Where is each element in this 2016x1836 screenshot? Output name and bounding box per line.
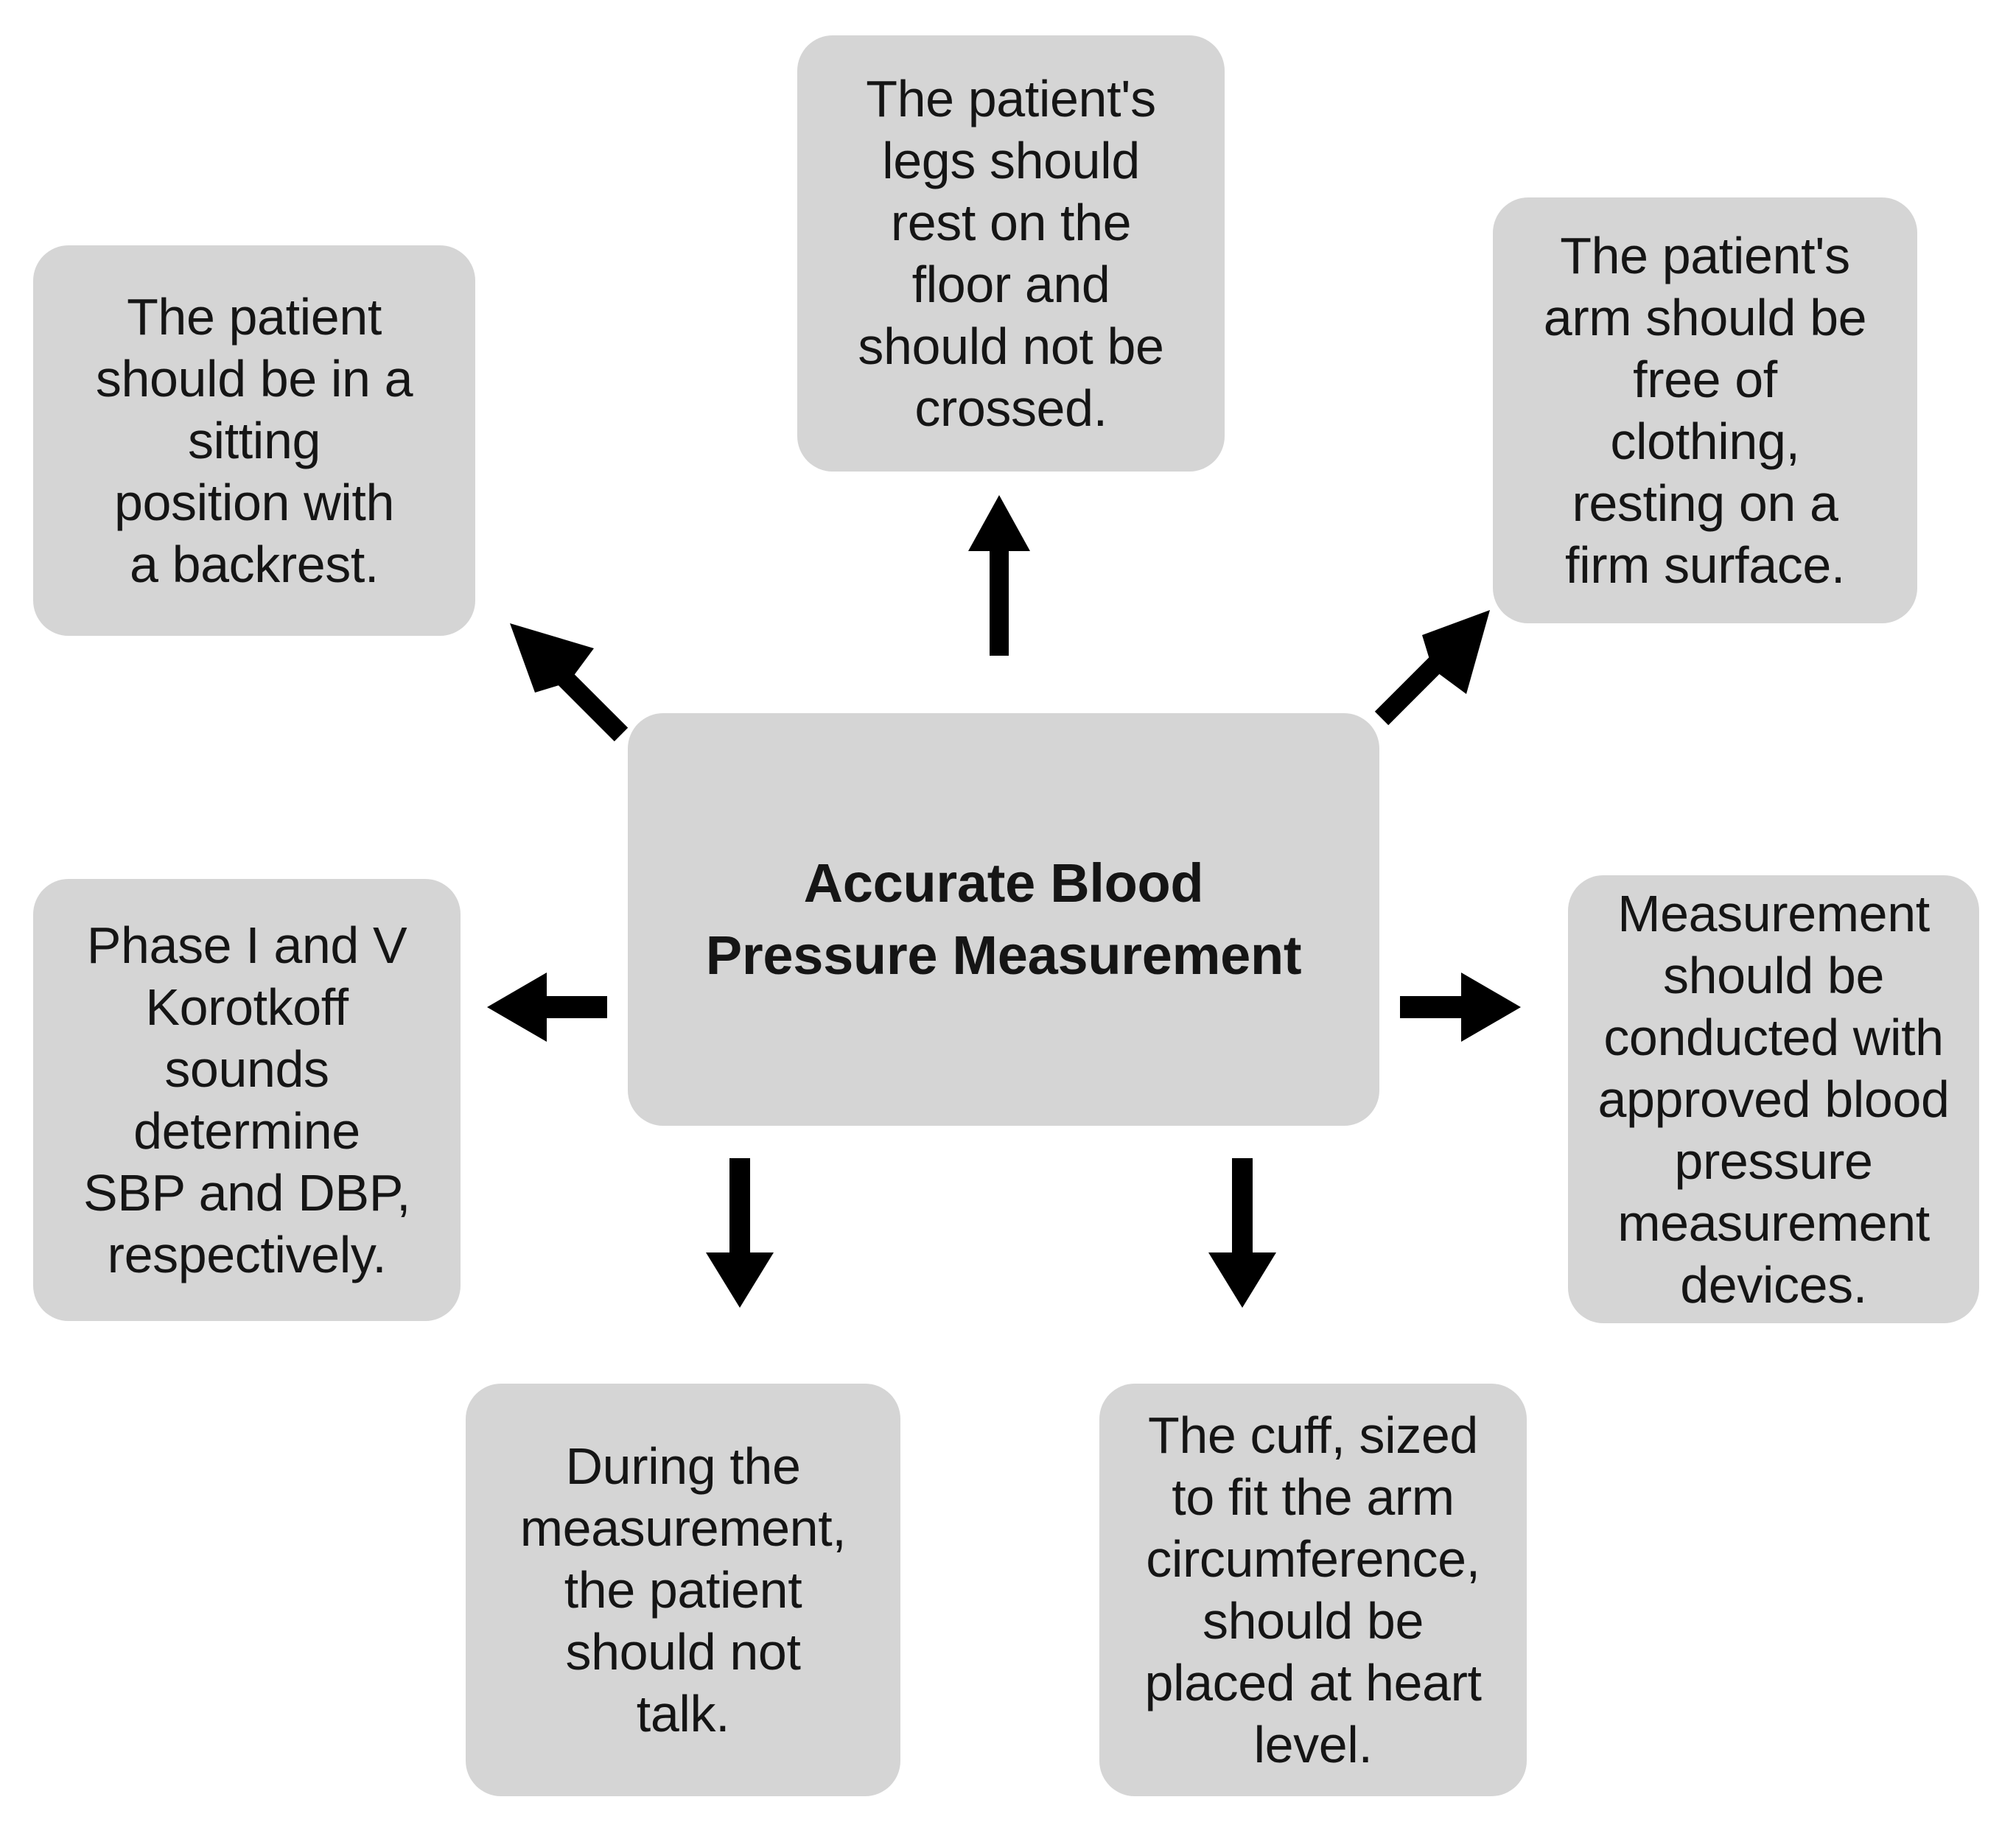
node-accurate-blood-pressure-measurement[interactable]: Accurate Blood Pressure Measurement	[628, 713, 1379, 1126]
node-cuff-at-heart-level[interactable]: The cuff, sized to fit the arm circumfer…	[1099, 1384, 1527, 1796]
arrow-to-sitting-icon	[510, 623, 629, 742]
arrow-to-talk-icon	[706, 1158, 774, 1308]
arrow-to-korotkoff-icon	[487, 973, 607, 1042]
node-patient-arm-free-of-clothing[interactable]: The patient's arm should be free of clot…	[1493, 197, 1917, 623]
node-approved-measurement-devices[interactable]: Measurement should be conducted with app…	[1568, 875, 1979, 1323]
arrow-to-legs-icon	[968, 495, 1030, 656]
node-patient-should-not-talk[interactable]: During the measurement, the patient shou…	[466, 1384, 900, 1796]
arrow-to-devices-icon	[1400, 973, 1521, 1042]
node-patient-legs-on-floor[interactable]: The patient's legs should rest on the fl…	[797, 35, 1225, 472]
node-korotkoff-sounds[interactable]: Phase I and V Korotkoff sounds determine…	[33, 879, 461, 1321]
arrow-to-arm-icon	[1374, 610, 1490, 726]
node-patient-sitting-position[interactable]: The patient should be in a sitting posit…	[33, 245, 475, 636]
arrow-to-cuff-icon	[1208, 1158, 1276, 1308]
